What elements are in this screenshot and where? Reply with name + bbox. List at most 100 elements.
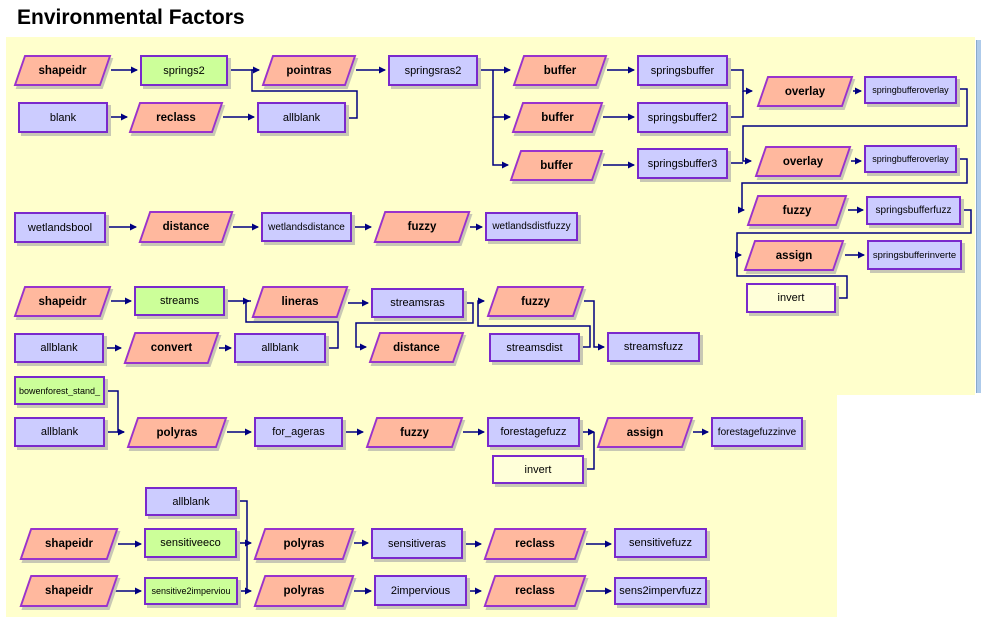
node-label: allblank (261, 342, 299, 354)
node-label: reclass (156, 111, 196, 124)
node-springs2[interactable]: springs2 (140, 55, 228, 86)
node-invert-springs[interactable]: invert (746, 283, 836, 313)
node-label: forestagefuzz (500, 426, 567, 438)
node-distance-streams[interactable]: distance (368, 332, 465, 363)
data-shape (489, 333, 580, 362)
node-wetlandsdistance[interactable]: wetlandsdistance (261, 212, 352, 242)
node-buffer-1[interactable]: buffer (512, 55, 608, 86)
node-for-ageras[interactable]: for_ageras (254, 417, 343, 447)
node-shapeidr-1[interactable]: shapeidr (13, 55, 112, 86)
node-streams[interactable]: streams (134, 286, 225, 316)
node-impervious2[interactable]: 2impervious (374, 575, 467, 606)
node-label: allblank (40, 426, 79, 438)
node-label: for_ageras (272, 426, 325, 438)
node-streamsras[interactable]: streamsras (371, 288, 464, 318)
connector (738, 158, 968, 214)
node-label: assign (775, 249, 813, 262)
node-sensitiveeco[interactable]: sensitiveeco (144, 528, 237, 558)
node-invert-forest[interactable]: invert (492, 455, 584, 484)
node-reclass-3[interactable]: reclass (483, 575, 587, 607)
node-wetlandsbool[interactable]: wetlandsbool (14, 212, 106, 243)
node-sens2impervfuzz[interactable]: sens2impervfuzz (614, 577, 707, 605)
node-fuzzy-wetlands[interactable]: fuzzy (373, 211, 471, 243)
data-shape (145, 487, 237, 516)
node-fuzzy-streams[interactable]: fuzzy (486, 286, 585, 317)
node-polyras-3[interactable]: polyras (253, 575, 355, 607)
node-streamsfuzz[interactable]: streamsfuzz (607, 332, 700, 362)
node-springsbufferinverte[interactable]: springsbufferinverte (867, 240, 962, 270)
node-overlay-2[interactable]: overlay (754, 146, 852, 177)
node-lineras[interactable]: lineras (251, 286, 349, 318)
node-label: springsbufferinverte (872, 249, 957, 261)
node-shapeidr-2[interactable]: shapeidr (13, 286, 112, 317)
node-springbufferoverlay-1[interactable]: springbufferoverlay (864, 76, 957, 104)
node-label: springs2 (163, 64, 205, 77)
node-sensitiveras[interactable]: sensitiveras (371, 528, 463, 559)
node-label: invert (777, 292, 805, 304)
connector (728, 91, 744, 118)
node-springsbuffer3[interactable]: springsbuffer3 (637, 148, 728, 179)
node-label: reclass (515, 585, 555, 597)
node-label: sensitive2imperviou (151, 586, 231, 596)
data-shape (637, 148, 728, 179)
data-shape (867, 240, 962, 270)
node-allblank-4[interactable]: allblank (14, 417, 105, 447)
node-label: wetlandsdistance (268, 221, 345, 233)
node-convert[interactable]: convert (123, 332, 220, 364)
node-blank[interactable]: blank (18, 102, 108, 133)
node-allblank-3[interactable]: allblank (234, 333, 326, 363)
data-shape (261, 212, 352, 242)
node-springsbuffer2[interactable]: springsbuffer2 (637, 102, 728, 133)
node-springsbufferfuzz[interactable]: springsbufferfuzz (866, 196, 961, 225)
page-title: Environmental Factors (17, 6, 245, 29)
data-shape (864, 76, 957, 104)
node-bowenforest-stand[interactable]: bowenforest_stand_ (14, 376, 105, 405)
node-buffer-3[interactable]: buffer (509, 150, 604, 181)
node-streamsdist[interactable]: streamsdist (489, 333, 580, 362)
node-label: blank (49, 111, 77, 124)
data-shape (711, 417, 803, 447)
node-label: springsbuffer3 (647, 157, 718, 170)
scrollbar-track[interactable] (976, 40, 981, 393)
node-overlay-1[interactable]: overlay (756, 76, 854, 107)
node-buffer-2[interactable]: buffer (511, 102, 604, 133)
data-shape (14, 333, 104, 363)
node-assign-springs[interactable]: assign (743, 240, 845, 271)
data-shape (866, 196, 961, 225)
node-springsras2[interactable]: springsras2 (388, 55, 478, 86)
node-wetlandsdistfuzzy[interactable]: wetlandsdistfuzzy (485, 212, 578, 241)
node-sensitivefuzz[interactable]: sensitivefuzz (614, 528, 707, 558)
node-forestagefuzz[interactable]: forestagefuzz (487, 417, 580, 447)
node-label: streams (159, 295, 200, 307)
node-pointras[interactable]: pointras (261, 55, 357, 86)
node-forestagefuzzinve[interactable]: forestagefuzzinve (711, 417, 803, 447)
node-fuzzy-springs[interactable]: fuzzy (746, 195, 848, 226)
node-allblank-5[interactable]: allblank (145, 487, 237, 516)
node-label: springsbuffer2 (647, 111, 718, 124)
connector (237, 500, 248, 591)
input-shape (134, 286, 225, 316)
node-sensitive2imperviou[interactable]: sensitive2imperviou (144, 577, 238, 605)
node-shapeidr-4[interactable]: shapeidr (19, 575, 119, 607)
data-shape (254, 417, 343, 447)
node-label: allblank (282, 111, 321, 124)
node-reclass-2[interactable]: reclass (483, 528, 587, 560)
node-polyras-1[interactable]: polyras (126, 417, 228, 448)
node-label: wetlandsdistfuzzy (492, 221, 571, 232)
node-springsbuffer[interactable]: springsbuffer (637, 55, 728, 86)
node-polyras-2[interactable]: polyras (253, 528, 355, 560)
node-reclass-1[interactable]: reclass (128, 102, 224, 133)
data-shape (614, 528, 707, 558)
node-shapeidr-3[interactable]: shapeidr (19, 528, 119, 560)
node-assign-forest[interactable]: assign (596, 417, 694, 448)
node-label: polyras (283, 538, 325, 550)
node-label: springsbufferfuzz (875, 205, 952, 216)
node-label: lineras (281, 296, 319, 308)
node-distance-wetlands[interactable]: distance (138, 211, 234, 243)
node-allblank-2[interactable]: allblank (14, 333, 104, 363)
node-springbufferoverlay-2[interactable]: springbufferoverlay (864, 145, 957, 173)
node-allblank-1[interactable]: allblank (257, 102, 346, 133)
node-fuzzy-forest[interactable]: fuzzy (365, 417, 464, 448)
